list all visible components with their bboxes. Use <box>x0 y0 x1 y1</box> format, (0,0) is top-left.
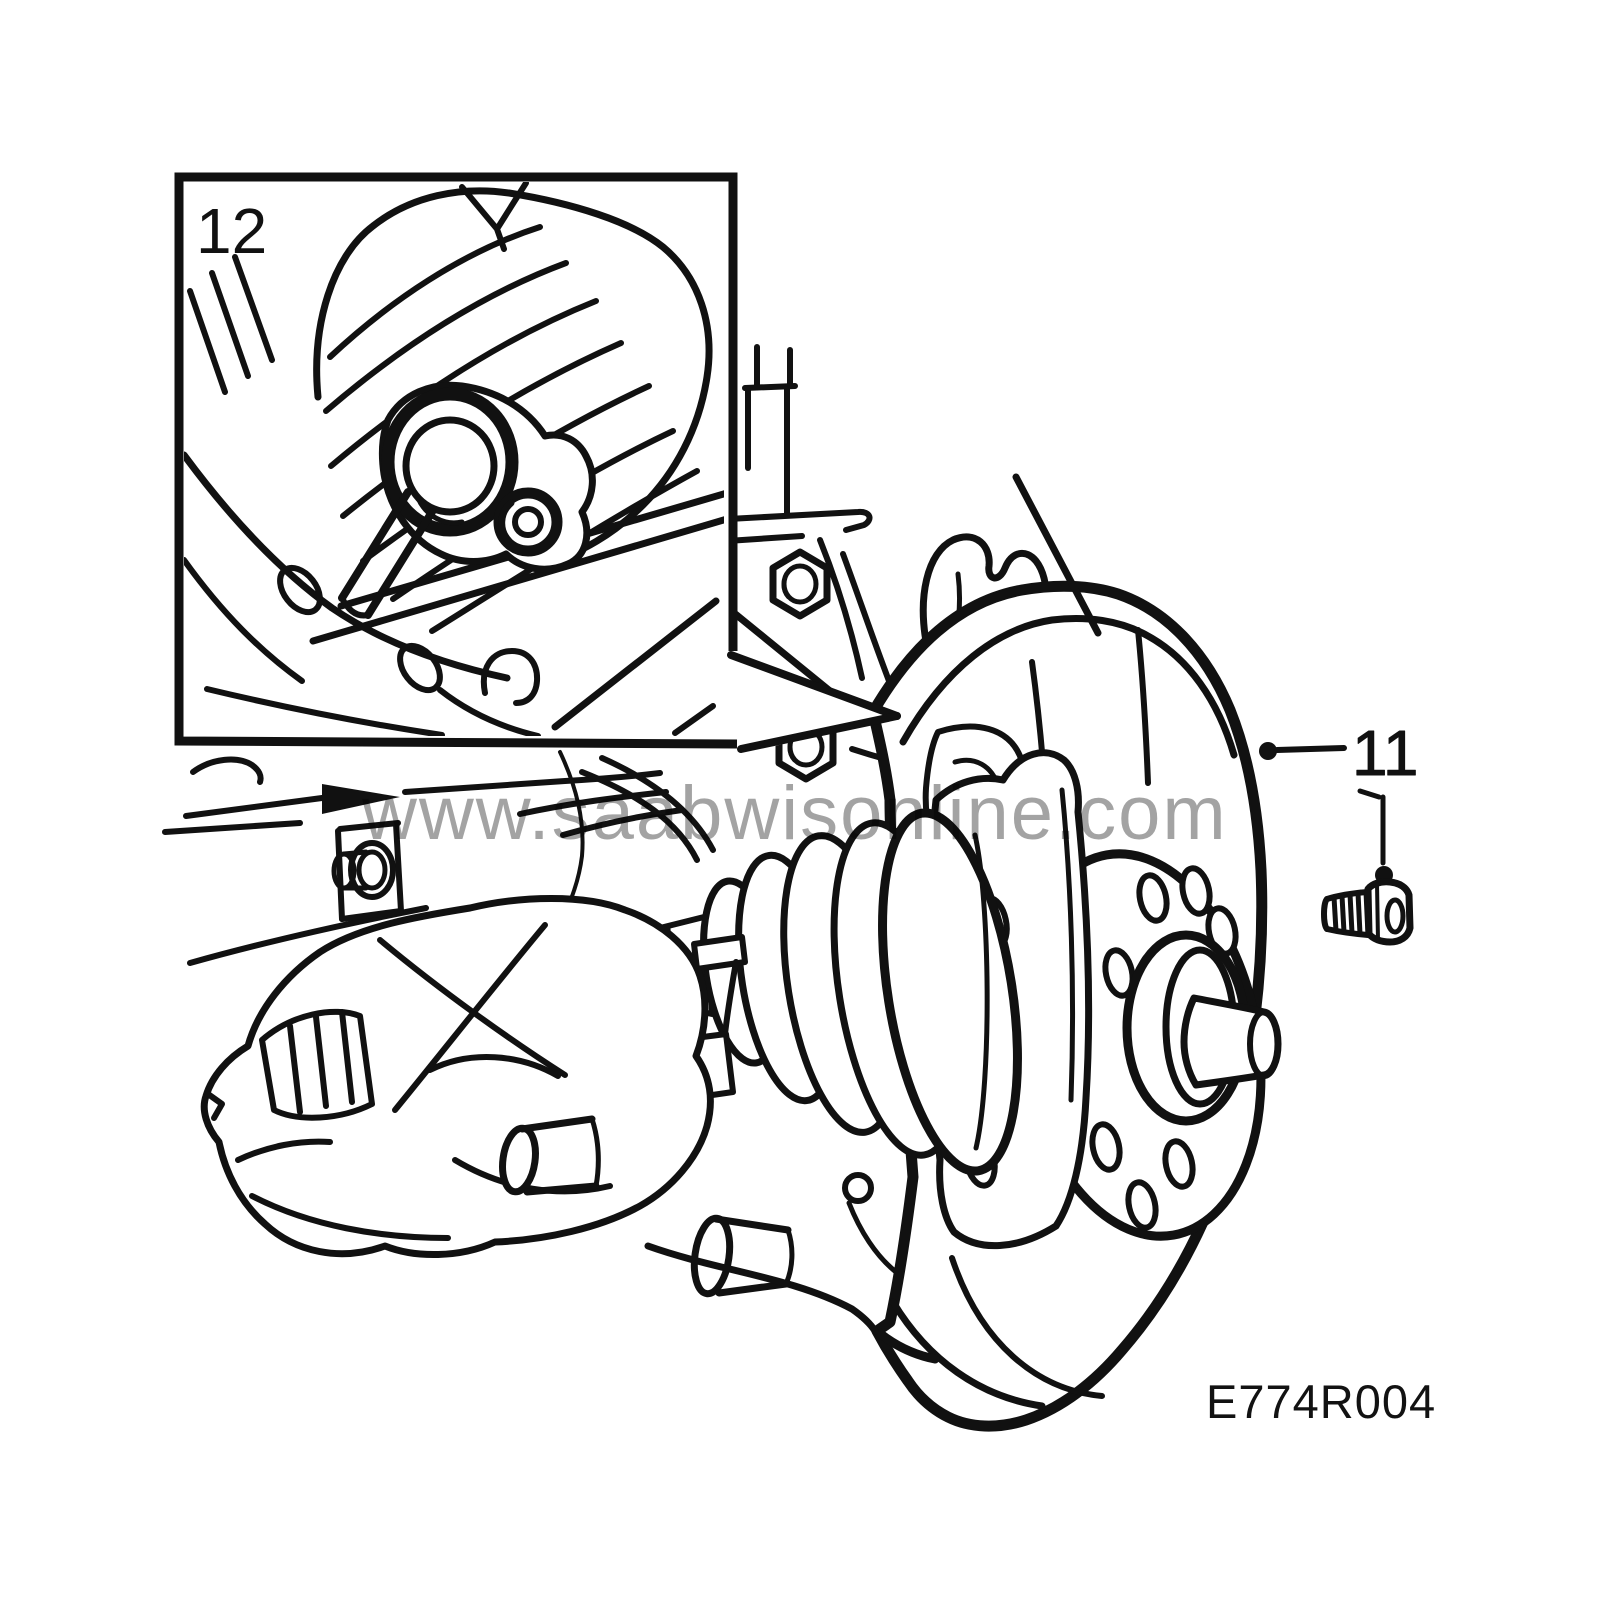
leader-line-shield <box>1274 745 1347 753</box>
hex-bolt-upper <box>769 548 831 620</box>
hub-assembly-drawing <box>162 344 1282 1432</box>
drawing-code: E774R004 <box>1206 1375 1437 1428</box>
inset-control-arm <box>184 451 541 736</box>
wheel-bolt-holes <box>1089 865 1239 1231</box>
frame-bracket <box>331 820 404 922</box>
callout-11-label: 11 <box>1352 717 1418 789</box>
inset-drawing <box>184 182 724 736</box>
inset-sensor-bracket <box>338 381 596 619</box>
leader-elbow <box>1357 788 1382 800</box>
detail-inset: 12 <box>174 172 901 755</box>
shield-bolt <box>1321 878 1414 946</box>
callout-11: 11 <box>1259 717 1419 946</box>
inset-pointer-fill <box>716 648 899 755</box>
inset-border <box>174 172 738 749</box>
leader-dot-shield <box>1259 742 1277 760</box>
inset-pointer-edge-top <box>727 651 901 720</box>
caliper-guide-pin-upper <box>499 1115 601 1196</box>
inset-clip-mark <box>459 182 529 252</box>
inset-pointer-edge-bottom <box>737 712 901 753</box>
cv-boot-bellows <box>649 808 1022 1176</box>
callout-12-label: 12 <box>196 195 267 267</box>
tie-rod-line <box>1012 473 1102 637</box>
brake-caliper <box>200 895 899 1335</box>
body-frame-lines <box>162 756 685 966</box>
caliper-guide-pin-lower <box>690 1214 795 1298</box>
